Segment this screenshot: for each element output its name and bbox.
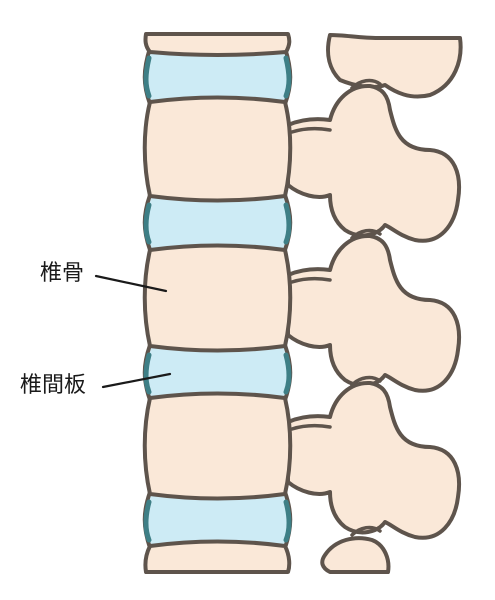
- vertebra-leader-line: [94, 274, 168, 293]
- vertebral-bodies: [142, 32, 293, 574]
- vertebral-body: [143, 32, 292, 57]
- vertebral-body: [142, 243, 293, 353]
- disc-leader-line: [101, 372, 172, 389]
- vertebral-body: [142, 391, 293, 501]
- intervertebral-disc-label: 椎間板: [20, 373, 87, 398]
- posterior-elements: [286, 33, 463, 574]
- spinous-process: [286, 233, 461, 393]
- vertebral-body: [143, 539, 292, 574]
- spinous-process: [320, 536, 391, 574]
- vertebral-body: [142, 95, 293, 203]
- spinous-process: [286, 380, 461, 540]
- intervertebral-disc: [142, 193, 293, 252]
- spinous-process: [326, 33, 463, 99]
- spinous-process: [286, 83, 461, 243]
- vertebra-label: 椎骨: [40, 261, 85, 286]
